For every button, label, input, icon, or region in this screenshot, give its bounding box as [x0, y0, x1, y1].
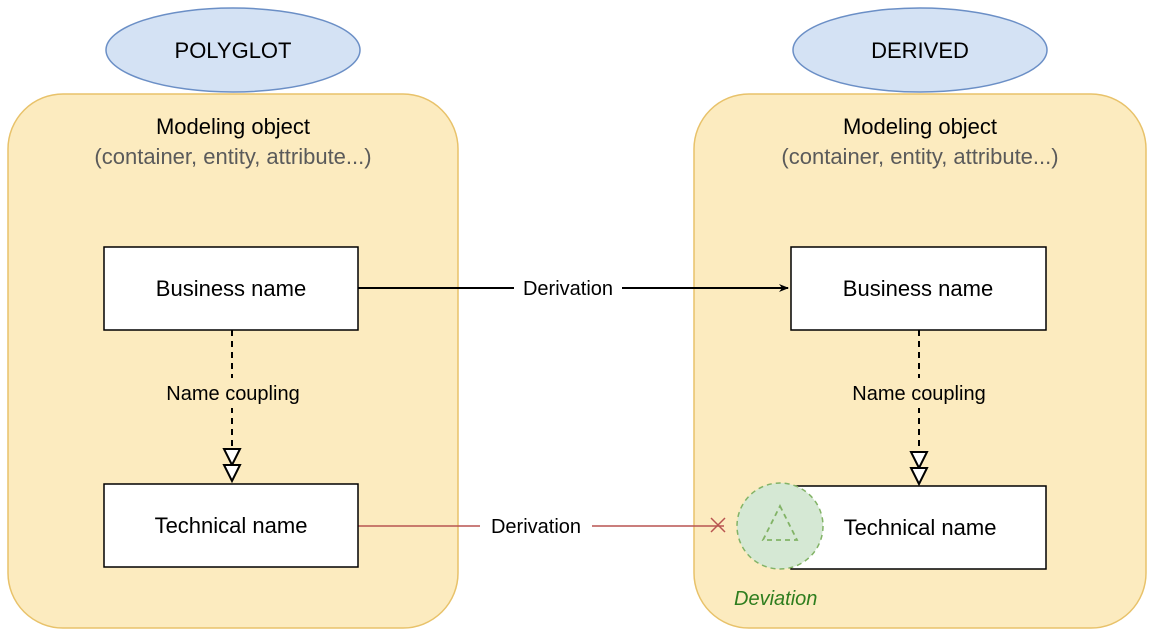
deviation-marker[interactable] — [736, 482, 824, 570]
polyglot-badge-label: POLYGLOT — [175, 38, 292, 63]
derived-badge-label: DERIVED — [871, 38, 969, 63]
left-coupling-arrowhead-2 — [222, 464, 242, 484]
business-derivation-label: Derivation — [523, 278, 613, 300]
left-business-name-rect[interactable] — [103, 246, 359, 331]
left-container-title: Modeling object — [156, 114, 310, 139]
left-business-name-box[interactable]: Business name — [103, 246, 359, 331]
left-technical-name-rect[interactable] — [103, 483, 359, 568]
right-name-coupling-edge: Name coupling — [838, 330, 1000, 487]
right-business-name-rect[interactable] — [790, 246, 1047, 331]
right-technical-name-rect[interactable] — [790, 485, 1047, 570]
right-coupling-label-bg — [838, 378, 1000, 408]
technical-derivation-edge: Derivation — [358, 513, 726, 539]
deviation-circle[interactable] — [736, 482, 824, 570]
derived-badge: DERIVED — [792, 7, 1048, 93]
right-technical-name-box[interactable]: Technical name — [790, 485, 1047, 570]
right-coupling-arrowhead-2 — [909, 467, 929, 487]
right-coupling-label: Name coupling — [852, 383, 985, 405]
derived-badge-ellipse — [792, 7, 1048, 93]
left-business-name-label: Business name — [156, 276, 306, 301]
left-technical-name-label: Technical name — [155, 513, 308, 538]
broken-link-x-icon — [710, 517, 726, 533]
left-coupling-label-bg — [152, 378, 314, 408]
left-technical-name-box[interactable]: Technical name — [103, 483, 359, 568]
polyglot-badge-ellipse — [105, 7, 361, 93]
warning-triangle-icon — [761, 503, 799, 541]
deviation-label: Deviation — [734, 588, 817, 610]
technical-derivation-label-bg — [480, 513, 592, 539]
polyglot-badge: POLYGLOT — [105, 7, 361, 93]
business-derivation-edge: Derivation — [358, 275, 789, 301]
left-coupling-label: Name coupling — [166, 383, 299, 405]
right-coupling-arrowhead-1 — [909, 451, 929, 471]
left-name-coupling-edge: Name coupling — [152, 330, 314, 484]
left-coupling-arrowhead-1 — [222, 448, 242, 468]
technical-derivation-label: Derivation — [491, 516, 581, 538]
right-business-name-box[interactable]: Business name — [790, 246, 1047, 331]
right-container-title: Modeling object — [843, 114, 997, 139]
business-derivation-label-bg — [514, 275, 622, 301]
right-business-name-label: Business name — [843, 276, 993, 301]
right-container-subtitle: (container, entity, attribute...) — [781, 144, 1058, 169]
right-technical-name-label: Technical name — [844, 515, 997, 540]
left-container-subtitle: (container, entity, attribute...) — [94, 144, 371, 169]
